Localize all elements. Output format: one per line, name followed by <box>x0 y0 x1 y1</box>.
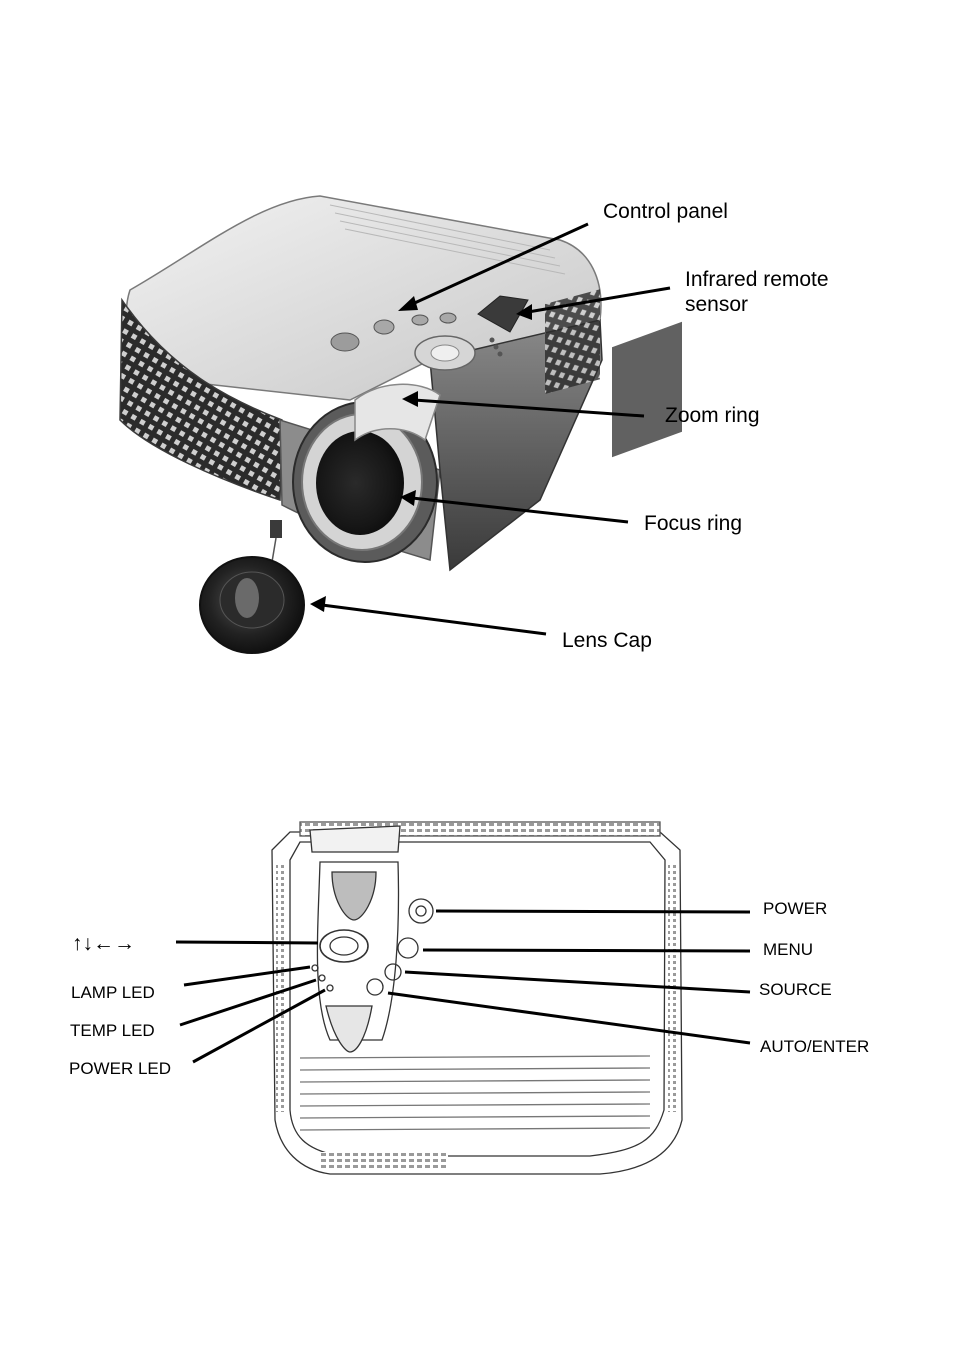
lens-cap-tether <box>271 537 277 563</box>
top-button-3 <box>411 314 429 326</box>
power-led-leader <box>192 988 326 1064</box>
top-view-zoom-lever <box>325 1005 373 1053</box>
top-view-left-strip <box>276 862 284 1112</box>
label-power: POWER <box>763 899 828 918</box>
infrared-sensor-leader <box>527 286 671 314</box>
infrared-sensor-arrowhead <box>516 304 532 320</box>
top-view-outer-shell <box>271 831 683 1175</box>
top-view-direction-pad <box>319 929 369 963</box>
source-leader <box>404 970 751 994</box>
auto-enter-leader <box>387 991 751 1045</box>
top-view-vent-slots <box>299 1055 651 1131</box>
control-panel-arrowhead <box>398 296 418 311</box>
label-infrared-line2: sensor <box>685 293 749 317</box>
label-control-panel: Control panel <box>603 200 728 223</box>
label-lamp-led: LAMP LED <box>71 983 155 1002</box>
infrared-sensor-window <box>477 295 529 333</box>
label-infrared-remote-sensor: Infrared remote sensor <box>685 267 865 317</box>
label-temp-led: TEMP LED <box>70 1021 155 1040</box>
label-power-led: POWER LED <box>69 1059 172 1078</box>
zoom-ring-band <box>354 383 441 442</box>
label-menu: MENU <box>763 940 814 959</box>
top-view-control-panel-outline <box>316 861 400 1041</box>
zoom-ring-leader <box>413 398 645 418</box>
power-leader <box>435 909 751 914</box>
label-infrared-line1: Infrared remote <box>685 268 829 291</box>
bottom-figure-leader-lines <box>175 909 751 1064</box>
top-view-menu-button <box>397 937 419 959</box>
io-port-panel <box>612 321 682 458</box>
focus-ring-arrowhead <box>400 490 416 506</box>
direction-pad-center <box>430 344 460 362</box>
lens-glass <box>316 431 404 535</box>
zoom-ring-arrowhead <box>402 391 418 407</box>
projector-perspective-illustration <box>119 195 682 654</box>
status-led-3 <box>497 351 503 357</box>
arrow-keys-leader <box>175 940 319 945</box>
temp-led-leader <box>179 978 317 1027</box>
projector-top-view-illustration <box>271 821 683 1175</box>
lens-cap-tether-clip <box>270 520 282 538</box>
top-view-inner-frame <box>289 841 666 1157</box>
top-vent-ribs <box>329 204 566 275</box>
label-lens-cap: Lens Cap <box>562 629 652 652</box>
top-button-large <box>330 332 360 352</box>
top-view-power-button <box>408 898 434 924</box>
top-view-lamp-led <box>311 964 319 972</box>
lamp-led-leader <box>183 965 311 987</box>
menu-leader <box>422 948 751 953</box>
status-led-1 <box>489 337 495 343</box>
label-source: SOURCE <box>759 980 832 999</box>
lens-cap-illustration <box>199 520 305 654</box>
control-panel-leader <box>407 222 589 308</box>
top-view-temp-led <box>318 974 326 982</box>
label-arrow-keys: ↑↓←→ <box>72 932 135 955</box>
focus-ring-leader <box>411 496 629 524</box>
top-view-source-button <box>384 963 402 981</box>
top-view-lens-tab <box>309 825 401 853</box>
rear-vent-grille <box>545 289 600 394</box>
top-view-sensor-dome <box>331 871 377 921</box>
top-view-auto-button <box>366 978 384 996</box>
lens-cap-leader <box>321 603 547 636</box>
top-view-power-symbol <box>415 905 427 917</box>
top-view-power-led <box>326 984 334 992</box>
top-button-4 <box>439 312 457 324</box>
top-view-direction-pad-inner <box>329 936 359 956</box>
label-auto-enter: AUTO/ENTER <box>760 1037 870 1056</box>
label-zoom-ring: Zoom ring <box>665 404 760 427</box>
lens-cap-arrowhead <box>310 596 326 612</box>
top-figure-leader-lines <box>310 222 671 636</box>
top-button-2 <box>373 319 395 335</box>
lens-cap-grip <box>235 578 259 618</box>
status-led-2 <box>493 344 499 350</box>
top-view-front-vents <box>318 1152 448 1168</box>
label-focus-ring: Focus ring <box>644 512 743 535</box>
